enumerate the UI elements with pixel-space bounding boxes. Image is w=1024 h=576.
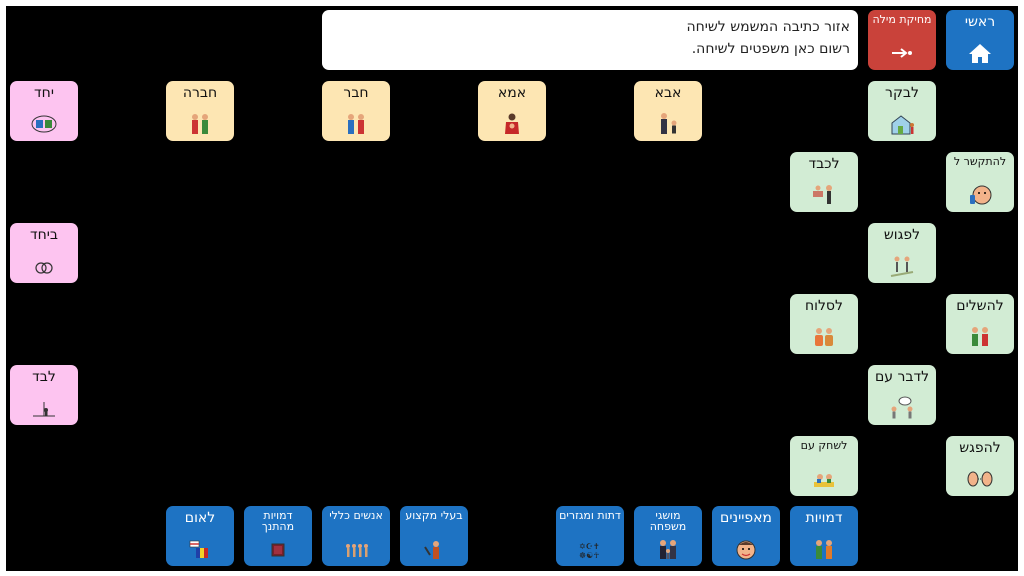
face-features-icon [736,540,756,560]
linked-rings-icon [35,262,53,274]
meet-up-faces-icon [967,471,993,487]
group-people-icon [346,544,368,557]
category-nation-label: לאום [184,510,216,526]
home-label: ראשי [964,14,996,30]
person-dad[interactable]: אבא [634,81,702,141]
category-features-label: מאפיינים [720,510,772,526]
category-religions-label: דתות ומגזרים [559,509,621,522]
category-family-terms[interactable]: מושגי משפחה [634,506,702,566]
reconcile-people-icon [972,327,988,346]
person-friend-male-label: חבר [343,85,369,101]
category-professionals-label: בעלי מקצוע [405,509,463,522]
verb-play-with-label: לשחק עם [800,439,848,452]
verb-meet-up[interactable]: להפגש [946,436,1014,496]
verb-meet[interactable]: לפגוש [868,223,936,283]
person-mom-label: אמא [497,85,527,101]
book-scroll-icon [271,543,285,557]
verb-meet-label: לפגוש [883,227,921,243]
adverb-together-label: יחד [34,85,54,101]
verb-visit-label: לבקר [885,85,919,101]
verb-meet-up-label: להפגש [959,440,1001,456]
svg-text:☸☯☥: ☸☯☥ [579,551,599,560]
person-dad-label: אבא [654,85,682,101]
message-line-1: אזור כתיבה המשמש לשיחה [686,19,850,35]
verb-contact[interactable]: להתקשר ל [946,152,1014,212]
category-characters-label: דמויות [805,510,843,526]
dad-child-icon [661,113,677,134]
category-tanakh-figures-label: דמויות מהתנך [261,509,295,533]
verb-contact-label: להתקשר ל [953,155,1007,168]
flags-icon [189,540,208,558]
adverb-together[interactable]: יחד [10,81,78,141]
message-bar[interactable]: אזור כתיבה המשמש לשיחה רשום כאן משפטים ל… [322,10,858,70]
forgive-hug-icon [815,328,833,346]
category-features[interactable]: מאפיינים [712,506,780,566]
person-mom[interactable]: אמא [478,81,546,141]
verb-forgive[interactable]: לסלוח [790,294,858,354]
adverb-together-2-label: ביחד [29,227,58,243]
adverb-together-2[interactable]: ביחד [10,223,78,283]
family-icon [660,540,676,559]
verb-play-with[interactable]: לשחק עם [790,436,858,496]
professional-worker-icon [424,541,439,559]
play-together-icon [814,474,834,487]
delete-word-label: מחיקת מילה [872,13,932,26]
category-professionals[interactable]: בעלי מקצוע [400,506,468,566]
category-tanakh-figures[interactable]: דמויות מהתנך [244,506,312,566]
verb-reconcile-label: להשלים [956,298,1004,314]
verb-talk-with[interactable]: לדבר עם [868,365,936,425]
phone-call-icon [970,185,992,205]
message-line-2: רשום כאן משפטים לשיחה. [691,41,850,57]
category-general-people[interactable]: אנשים כללי [322,506,390,566]
verb-forgive-label: לסלוח [805,298,843,314]
adverb-alone-label: לבד [32,369,56,385]
two-friends-female-icon [192,114,208,134]
mom-baby-icon [505,113,519,134]
meet-people-icon [890,256,914,277]
category-general-people-label: אנשים כללי [329,509,383,522]
delete-word-button[interactable]: מחיקת מילה [868,10,936,70]
visit-house-icon [891,115,914,135]
communication-board: ראשי מחיקת מילה אזור כתיבה המשמש לשיחה ר… [6,6,1018,571]
two-friends-icon [348,114,364,134]
honor-people-icon [813,185,832,204]
person-friend-male[interactable]: חבר [322,81,390,141]
category-religions[interactable]: דתות ומגזרים ✡☪✝ ☸☯☥ [556,506,624,566]
person-friend-female-label: חברה [182,85,218,101]
home-button[interactable]: ראשי [946,10,1014,70]
svg-text:✡☪✝: ✡☪✝ [579,542,600,551]
category-characters[interactable]: דמויות [790,506,858,566]
verb-visit[interactable]: לבקר [868,81,936,141]
house-icon [969,44,991,63]
category-family-terms-label: מושגי משפחה [649,509,687,533]
verb-talk-with-label: לדבר עם [874,369,930,385]
adverb-alone[interactable]: לבד [10,365,78,425]
talk-bubble-icon [891,396,913,419]
together-squares-icon [31,115,57,133]
category-nation[interactable]: לאום [166,506,234,566]
person-friend-female[interactable]: חברה [166,81,234,141]
verb-reconcile[interactable]: להשלים [946,294,1014,354]
characters-icon [816,540,832,559]
alone-person-icon [33,402,55,417]
backspace-arrow-icon [892,48,912,58]
verb-honor[interactable]: לכבד [790,152,858,212]
religion-symbols-icon: ✡☪✝ ☸☯☥ [579,542,600,560]
verb-honor-label: לכבד [808,156,840,172]
